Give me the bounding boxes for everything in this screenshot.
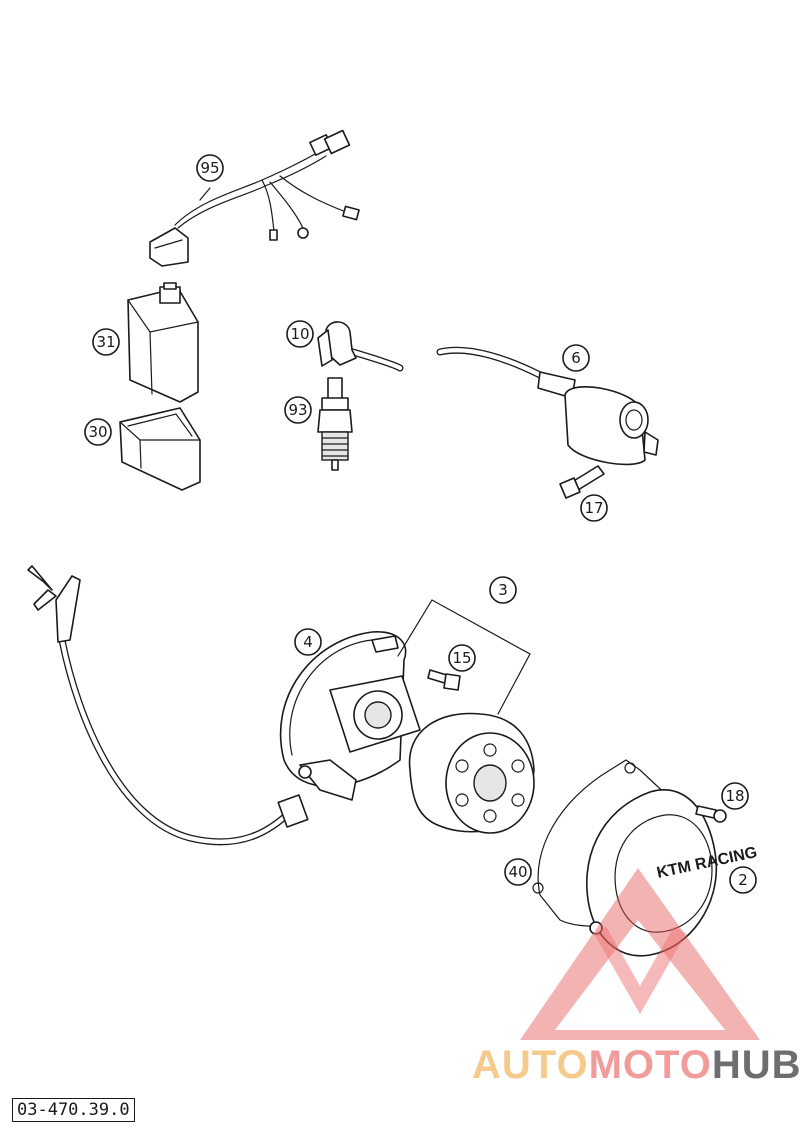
stator-cable (27, 565, 309, 846)
svg-text:6: 6 (571, 349, 581, 367)
callout-3: 3 (489, 576, 517, 604)
svg-text:2: 2 (738, 871, 748, 889)
svg-text:4: 4 (303, 633, 313, 651)
svg-text:3: 3 (498, 581, 508, 599)
cover-screw (695, 805, 727, 823)
spark-plug-cap (317, 321, 544, 379)
cdi-holder (119, 407, 201, 491)
ignition-cover: KTM RACING (586, 789, 759, 957)
svg-text:95: 95 (200, 159, 219, 177)
spark-plug (317, 377, 353, 471)
callout-6: 6 (562, 344, 590, 372)
reference-code: 03-470.39.0 (12, 1098, 135, 1122)
rotor-bolt (427, 669, 461, 691)
coil-screw (559, 465, 605, 499)
callout-95: 95 (196, 154, 224, 182)
svg-text:30: 30 (88, 423, 107, 441)
svg-text:AUTOMOTOHUB: AUTOMOTOHUB (472, 1043, 800, 1087)
callout-4: 4 (294, 628, 322, 656)
callout-40: 40 (504, 858, 532, 886)
svg-text:15: 15 (452, 649, 471, 667)
cdi-unit (127, 282, 199, 403)
svg-text:40: 40 (508, 863, 527, 881)
rotor-callout-bracket (397, 599, 531, 715)
watermark-hub: HUB (712, 1043, 800, 1087)
rotor (408, 712, 535, 834)
callout-31: 31 (92, 328, 120, 356)
svg-text:18: 18 (725, 787, 744, 805)
wiring-harness (149, 129, 360, 267)
watermark-moto: MOTO (589, 1043, 712, 1087)
watermark-auto: AUTO (472, 1043, 589, 1087)
watermark: AUTOMOTOHUB (472, 868, 800, 1087)
ignition-coil (537, 371, 659, 466)
callout-2: 2 (729, 866, 757, 894)
stator-plate (279, 631, 421, 801)
callout-17: 17 (580, 494, 608, 522)
svg-text:17: 17 (584, 499, 603, 517)
svg-text:10: 10 (290, 325, 309, 343)
callout-15: 15 (448, 644, 476, 672)
svg-text:31: 31 (96, 333, 115, 351)
callout-93: 93 (284, 396, 312, 424)
svg-text:93: 93 (288, 401, 307, 419)
callout-10: 10 (286, 320, 314, 348)
callout-30: 30 (84, 418, 112, 446)
callout-18: 18 (721, 782, 749, 810)
